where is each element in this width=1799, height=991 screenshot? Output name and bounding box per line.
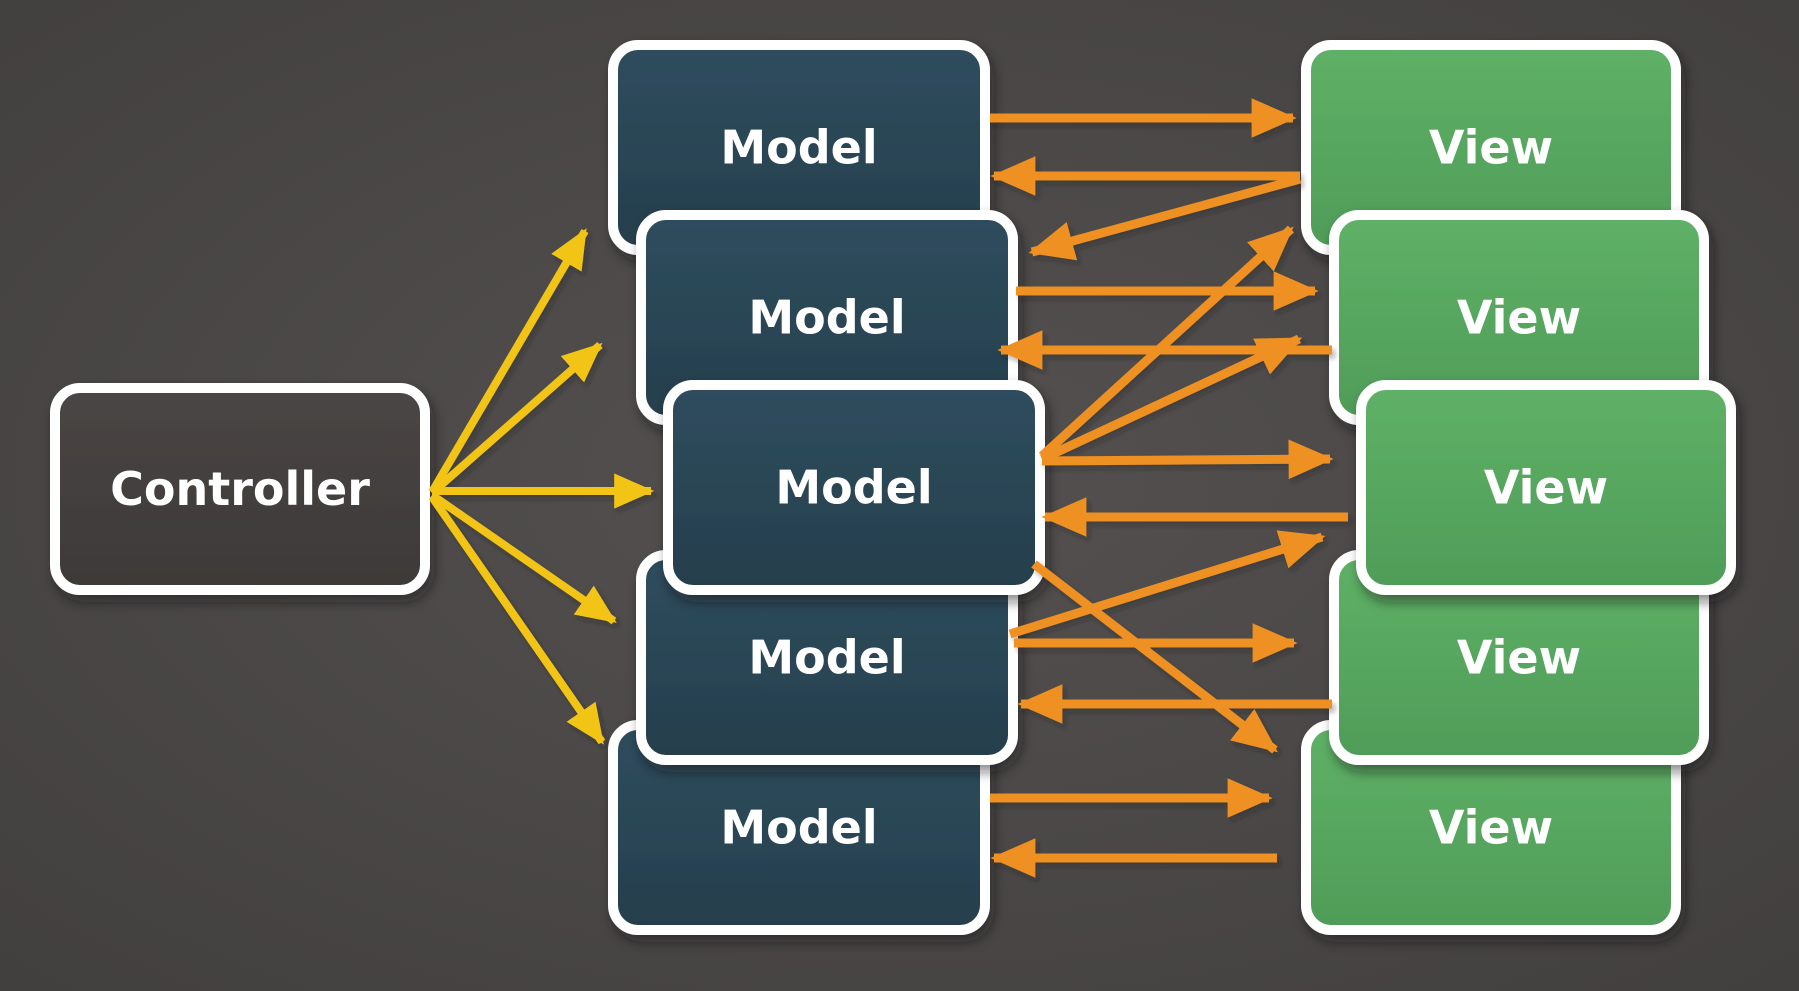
- view-5-label: View: [1429, 801, 1553, 855]
- controller-rect: [50, 383, 430, 595]
- model-4-label: Model: [748, 631, 905, 685]
- view-2-box: View: [1329, 210, 1709, 425]
- model-1-box: Model: [608, 40, 990, 255]
- view-3-rect: [1356, 380, 1736, 595]
- model-3-label: Model: [775, 461, 932, 515]
- view-4-label: View: [1457, 631, 1581, 685]
- model-5-box: Model: [608, 720, 990, 935]
- view-2-label: View: [1457, 291, 1581, 345]
- arrow-model-3-to-view-3: [1041, 439, 1334, 480]
- arrow-layer: [428, 98, 1348, 878]
- arrow-controller-to-model-1: [428, 228, 589, 495]
- arrow-model-4-to-view-3: [1008, 530, 1326, 639]
- model-5-label: Model: [720, 801, 877, 855]
- arrow-view-1-to-model-2: [1028, 174, 1302, 261]
- view-1-label: View: [1429, 121, 1553, 175]
- model-1-label: Model: [720, 121, 877, 175]
- controller-label: Controller: [110, 462, 370, 516]
- model-3-rect: [663, 380, 1045, 595]
- view-3-label: View: [1484, 461, 1608, 515]
- arrow-controller-to-model-2: [429, 341, 603, 497]
- arrow-controller-to-model-5: [428, 494, 606, 745]
- arrow-model-3-to-view-5: [1031, 560, 1278, 754]
- arrow-model-3-to-view-1: [1038, 225, 1295, 460]
- model-2-box: Model: [636, 210, 1018, 425]
- arrow-controller-to-model-4: [429, 491, 617, 625]
- model-2-label: Model: [748, 291, 905, 345]
- controller-box: Controller: [50, 383, 430, 595]
- view-5-box: View: [1301, 720, 1681, 935]
- view-3-box: View: [1356, 380, 1736, 595]
- model-3-box: Model: [663, 380, 1045, 595]
- arrow-model-3-to-view-2: [1040, 334, 1303, 464]
- view-1-box: View: [1301, 40, 1681, 255]
